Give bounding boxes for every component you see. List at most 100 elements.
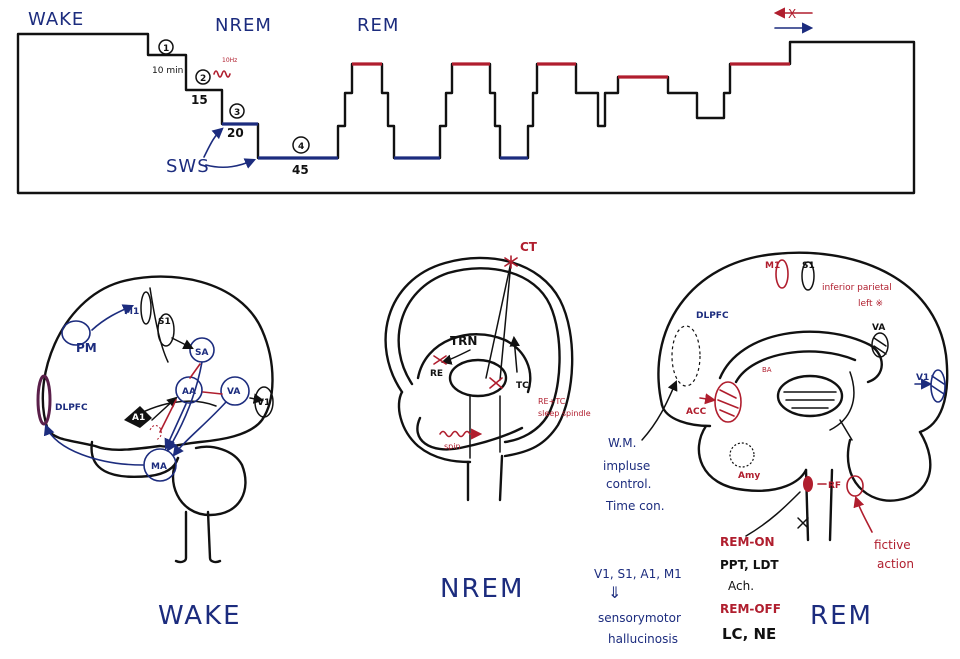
note-working-memory: W.M.: [608, 436, 636, 450]
rem-panel-title: REM: [810, 601, 873, 631]
hypnogram-trace: [16, 32, 916, 195]
wake-label-va: VA: [227, 387, 240, 397]
nrem-brainstem: [466, 454, 504, 502]
wake-ma-region: [143, 448, 177, 482]
rem-acc-hatching: [717, 389, 739, 417]
rem-on-transmitter: Ach.: [728, 579, 754, 593]
sws-arrow: [205, 158, 257, 169]
stage-3-circle: [229, 103, 245, 119]
note-impulse: impluse: [603, 459, 650, 473]
rem-on-label: REM-ON: [720, 535, 775, 549]
note-time-con: Time con.: [605, 499, 665, 513]
rem-cortex-outline: [657, 251, 949, 434]
nrem-label-tc: TC: [516, 381, 529, 391]
rem-wm-pointer: [641, 380, 678, 441]
rem-s1-region: [801, 261, 815, 291]
wake-arrow-va-ma: [172, 401, 227, 457]
rem-v1-hatching: [931, 375, 945, 395]
wake-label-m1: M1: [124, 307, 139, 317]
hypnogram-label-nrem: NREM: [215, 15, 272, 36]
stage-2-wave-label: 10Hz: [222, 57, 237, 64]
wake-cerebrum-outline: [41, 275, 274, 451]
rem-corpus-callosum-inner: [734, 350, 857, 384]
wake-arrow-s1-sa: [171, 337, 194, 349]
stage-4-circle: [292, 136, 310, 154]
nrem-label-ct: CT: [520, 240, 538, 254]
stage-1-duration: 10 min: [152, 66, 183, 76]
stage-3-duration: 20: [227, 126, 244, 140]
nrem-re-marker-icon: [433, 355, 447, 365]
nrem-corpus-callosum: [416, 333, 532, 394]
note-control: control.: [606, 477, 651, 491]
rem-on-nuclei: PPT, LDT: [720, 558, 779, 572]
rem-temporal-outline: [697, 424, 808, 492]
nrem-pons-outline: [416, 416, 524, 451]
wake-label-s1: S1: [158, 317, 171, 327]
rem-label-s1: S1: [802, 261, 815, 271]
rem-rf-region: [803, 476, 813, 492]
note-down-arrow-icon: ⇓: [608, 583, 621, 602]
wake-aa-region: [175, 376, 203, 404]
rem-dlpfc-region: [671, 325, 701, 387]
nrem-spindle-note-line1: RE+TC: [538, 397, 566, 406]
rem-label-rf: RF: [828, 481, 841, 491]
stage-2-duration: 15: [191, 93, 208, 107]
nrem-label-spin: spin: [444, 442, 461, 451]
nrem-tc-marker-icon: [489, 377, 503, 389]
wake-brain: PM M1 S1 SA AA VA V1 A1 MA DLPFC WAKE: [36, 275, 274, 631]
rem-off-label: REM-OFF: [720, 602, 781, 616]
wake-red-links: [159, 363, 223, 433]
rem-parietal-note-line2: left ※: [858, 299, 883, 309]
rem-off-nuclei: LC, NE: [722, 625, 776, 643]
rem-m1-region: [775, 259, 789, 289]
wake-arrow-ma-dlpfc: [43, 423, 144, 466]
wake-temporal-outline: [90, 440, 180, 478]
sws-arrow: [203, 127, 224, 158]
nrem-ascending-arrow: [509, 335, 520, 373]
crossed-out-mark: X: [788, 7, 796, 21]
wake-panel-title: WAKE: [158, 601, 242, 631]
wake-arrow-aa-ma: [164, 403, 187, 451]
nrem-lower-outline: [397, 390, 472, 464]
rem-label-ba: BA: [762, 366, 772, 374]
rem-label-amy: Amy: [738, 471, 760, 481]
wake-label-sa: SA: [195, 348, 208, 358]
rem-brain: M1 S1 inferior parietal left ※ DLPFC VA …: [641, 251, 949, 643]
nrem-ct-marker-icon: [504, 255, 518, 269]
spindle-wave-icon: [213, 70, 231, 78]
sensory-notes: V1, S1, A1, M1 ⇓ sensorymotor hallucinos…: [594, 567, 682, 646]
stage-1-circle: [158, 39, 174, 55]
nrem-label-re: RE: [430, 369, 443, 379]
wake-m1-region: [140, 291, 152, 325]
wake-a1-region: [124, 406, 152, 428]
rem-corpus-callosum: [718, 330, 883, 384]
rem-fictive-region: [846, 475, 864, 497]
rem-segments: [352, 62, 790, 79]
rem-thalamus: [776, 374, 844, 418]
nrem-brainstem-inner: [469, 395, 501, 459]
rem-acc-region: [714, 381, 742, 423]
stage-4-duration: 45: [292, 163, 309, 177]
hypnogram-label-rem: REM: [357, 15, 399, 36]
nrem-cortex-inner-outline: [397, 267, 561, 444]
wake-arrow-v1-va: [249, 393, 265, 404]
rem-thalamus-hatching: [783, 391, 837, 409]
rem-blocked-mark-icon: [797, 517, 809, 529]
stage-2-circle: [195, 69, 211, 85]
wake-dotted-region: [149, 424, 162, 441]
hypnogram-label-wake: WAKE: [28, 9, 84, 30]
rem-label-va: VA: [872, 323, 885, 333]
wake-arrow-a1-aa: [151, 396, 178, 421]
wake-label-dlpfc: DLPFC: [55, 403, 88, 413]
wake-label-v1: V1: [257, 398, 270, 408]
rem-fictive-arrow: [853, 495, 873, 533]
stage-4-number: 4: [298, 142, 304, 152]
nrem-cortex-outline: [384, 256, 574, 458]
dlpfc-effects-notes: W.M. impluse control. Time con.: [603, 436, 665, 513]
stage-1-number: 1: [163, 44, 169, 54]
rem-label-dlpfc: DLPFC: [696, 311, 729, 321]
rem-fictive-note-line2: action: [877, 557, 914, 571]
note-sensory-areas: V1, S1, A1, M1: [594, 567, 682, 581]
nrem-panel-title: NREM: [440, 574, 524, 604]
note-sensorymotor: sensorymotor: [598, 611, 681, 625]
